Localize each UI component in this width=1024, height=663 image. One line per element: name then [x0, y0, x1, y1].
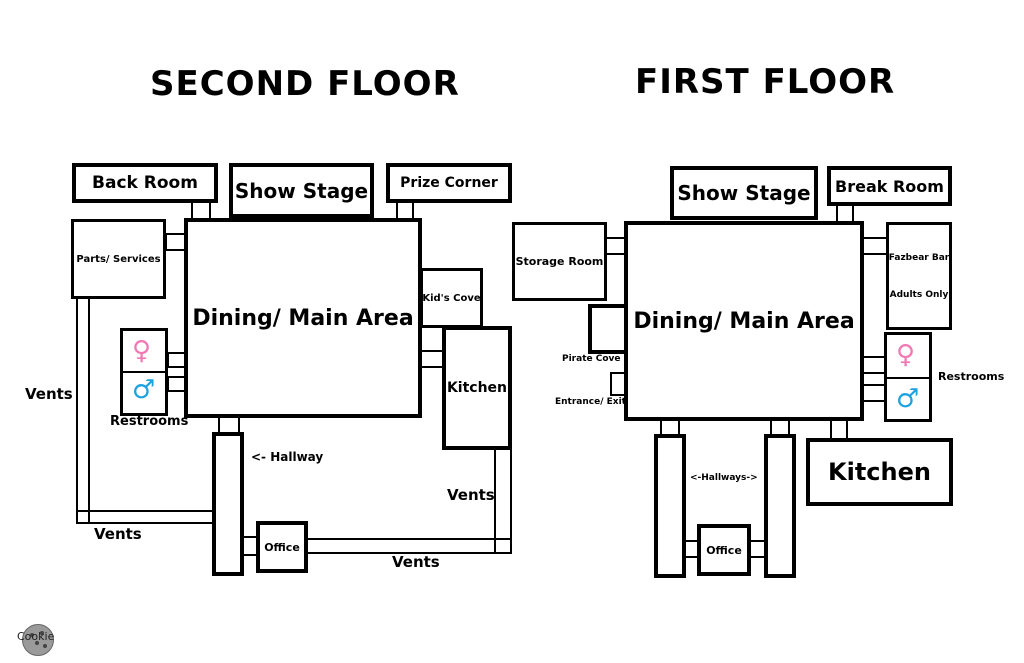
storage-room: Storage Room: [512, 222, 607, 301]
female-icon: ♀: [132, 336, 152, 366]
prize-corner: Prize Corner: [386, 163, 512, 203]
office: Office: [256, 521, 308, 573]
restrooms-label-1: Restrooms: [938, 370, 1005, 383]
office-1: Office: [697, 524, 751, 576]
entrance-exit-label: Entrance/ Exit: [555, 397, 626, 407]
vent-line-right: [494, 448, 512, 554]
hallway-label: <- Hallway: [251, 450, 324, 464]
vents-label-bottom: Vents: [392, 553, 440, 571]
kids-cove: Kid's Cove: [420, 268, 483, 328]
parts-services: Parts/ Services: [71, 219, 166, 299]
fazbear-bar: Fazbear Bar Adults Only: [886, 222, 952, 330]
hallway-left: [654, 434, 686, 578]
adults-only-label: Adults Only: [889, 289, 949, 300]
hallway-right: [764, 434, 796, 578]
vents-label-right: Vents: [447, 486, 495, 504]
cookie-logo-icon: [22, 624, 54, 656]
kitchen-1: Kitchen: [806, 438, 953, 506]
pirate-cove-label: Pirate Cove: [562, 354, 621, 364]
vents-label-bottom-left: Vents: [94, 525, 142, 543]
show-stage: Show Stage: [229, 163, 374, 218]
back-room: Back Room: [72, 163, 218, 203]
dining-main-area-1: Dining/ Main Area: [624, 221, 864, 421]
show-stage-1: Show Stage: [670, 166, 818, 220]
kitchen: Kitchen: [442, 326, 512, 450]
vent-line-left: [76, 296, 90, 524]
connector-kitchen-1: [830, 418, 848, 440]
restroom-divider: [122, 371, 166, 373]
first-floor-title: FIRST FLOOR: [635, 62, 896, 102]
dining-main-area: Dining/ Main Area: [184, 218, 422, 418]
watermark-text: Cookie: [17, 630, 55, 643]
vent-line-bottom-left: [76, 510, 214, 524]
female-icon-1: ♀: [896, 340, 916, 370]
pirate-cove-box: [588, 304, 628, 354]
restrooms-label: Restrooms: [110, 414, 189, 429]
vents-label-left: Vents: [25, 385, 73, 403]
connector-bar: [862, 237, 888, 255]
hallway: [212, 432, 244, 576]
male-icon-1: ♂: [896, 384, 920, 414]
connector-kitchen: [420, 350, 444, 368]
vent-line-bottom: [306, 538, 512, 554]
fazbear-bar-label: Fazbear Bar: [888, 252, 950, 263]
break-room: Break Room: [827, 166, 952, 206]
hallways-label: <-Hallways->: [690, 473, 758, 483]
connector-storage: [604, 237, 626, 255]
second-floor-title: SECOND FLOOR: [150, 64, 460, 104]
male-icon: ♂: [132, 375, 156, 405]
restroom-divider-1: [886, 377, 930, 379]
